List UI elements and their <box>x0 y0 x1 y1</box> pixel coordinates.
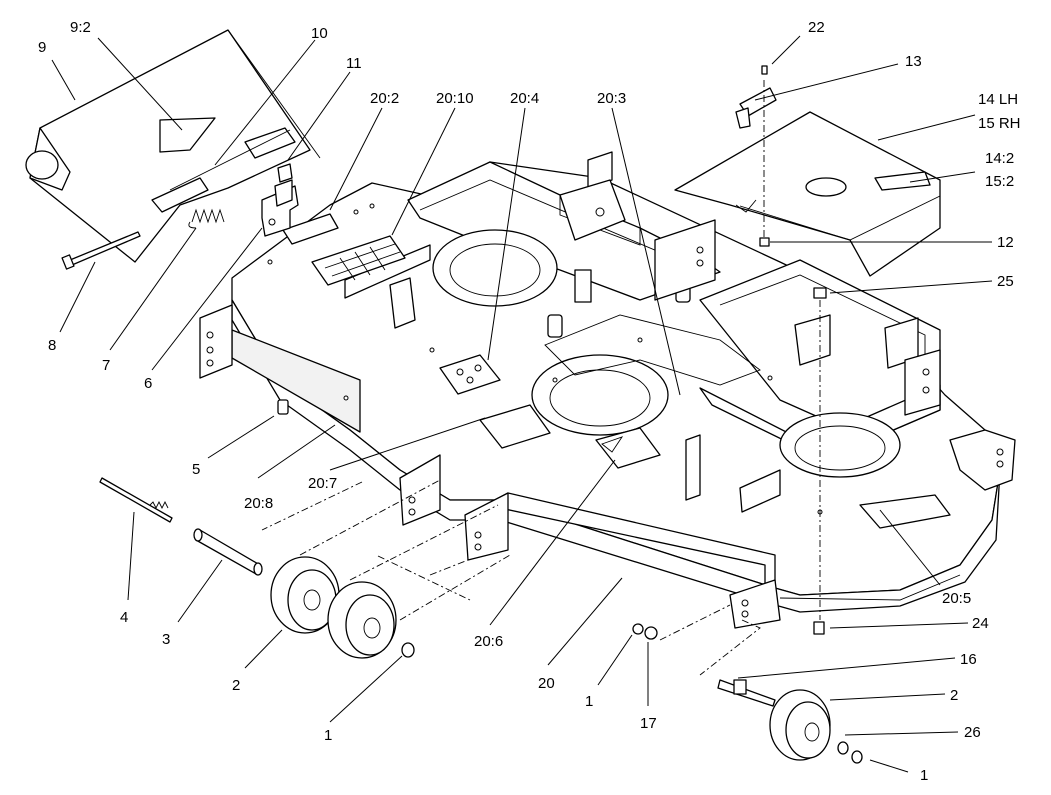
label-12: 12 <box>997 234 1014 251</box>
label-22: 22 <box>808 19 825 36</box>
callout-labels: 9 9:2 10 11 20:2 20:10 20:4 20:3 22 13 1… <box>38 19 1021 784</box>
label-20-5: 20:5 <box>942 590 971 607</box>
label-20-6: 20:6 <box>474 633 503 650</box>
bolt-part-8 <box>61 231 141 270</box>
label-2-left: 2 <box>232 677 240 694</box>
label-8: 8 <box>48 337 56 354</box>
label-16: 16 <box>960 651 977 668</box>
label-11: 11 <box>346 55 362 72</box>
label-4: 4 <box>120 609 128 626</box>
label-13: 13 <box>905 53 922 70</box>
label-15-2: 15:2 <box>985 173 1014 190</box>
deck-housing <box>199 151 1016 613</box>
label-10: 10 <box>311 25 328 42</box>
spring-part-7 <box>188 208 225 229</box>
label-20-8: 20:8 <box>244 495 273 512</box>
label-20-3: 20:3 <box>597 90 626 107</box>
label-1-right: 1 <box>920 767 928 784</box>
label-20: 20 <box>538 675 555 692</box>
leader-lines <box>51 35 993 773</box>
chute-bracket-part-6 <box>261 163 299 415</box>
label-20-2: 20:2 <box>370 90 399 107</box>
label-24: 24 <box>972 615 989 632</box>
label-14-lh: 14 LH <box>978 91 1018 108</box>
label-20-4: 20:4 <box>510 90 539 107</box>
label-1-left: 1 <box>324 727 332 744</box>
label-20-10: 20:10 <box>436 90 474 107</box>
label-9: 9 <box>38 39 46 56</box>
label-3: 3 <box>162 631 170 648</box>
label-15-rh: 15 RH <box>978 115 1021 132</box>
label-2-right: 2 <box>950 687 958 704</box>
front-baffle-part-20 <box>399 454 781 629</box>
label-1-middle: 1 <box>585 693 593 710</box>
label-7: 7 <box>102 357 110 374</box>
label-17: 17 <box>640 715 657 732</box>
belt-cover-part-14-15 <box>674 111 941 277</box>
label-5: 5 <box>192 461 200 478</box>
right-fasteners <box>813 287 827 635</box>
label-20-7: 20:7 <box>308 475 337 492</box>
label-14-2: 14:2 <box>985 150 1014 167</box>
label-9-2: 9:2 <box>70 19 91 36</box>
knob-part-13 <box>735 65 777 247</box>
roller-assembly <box>99 477 511 659</box>
label-25: 25 <box>997 273 1014 290</box>
right-roller-assembly <box>632 604 863 764</box>
label-26: 26 <box>964 724 981 741</box>
label-6: 6 <box>144 375 152 392</box>
discharge-chute-part-9 <box>25 29 321 263</box>
